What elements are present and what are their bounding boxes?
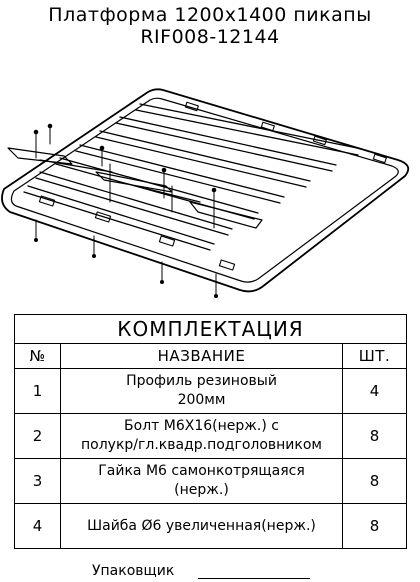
kit-table-title: КОМПЛЕКТАЦИЯ	[14, 314, 407, 344]
column-header-number: №	[14, 343, 61, 369]
document-title: Платформа 1200х1400 пикапы	[48, 4, 372, 26]
column-header-name: НАЗВАНИЕ	[60, 343, 343, 369]
row-number: 1	[14, 368, 61, 414]
row-name: Болт М6Х16(нерж.) с полукр/гл.квадр.подг…	[60, 413, 343, 459]
row-name-line: Профиль резиновый	[126, 373, 277, 390]
row-quantity: 4	[342, 368, 407, 414]
row-name-line: Гайка М6 самонкотрящаяся	[98, 463, 305, 480]
article-number: RIF008-12144	[140, 26, 280, 48]
row-name-line: Болт М6Х16(нерж.) с	[124, 418, 279, 435]
packer-label: Упаковщик	[92, 563, 175, 579]
column-header-quantity: ШТ.	[342, 343, 407, 369]
row-name-line: 200мм	[177, 392, 226, 408]
signature-line	[198, 578, 310, 579]
table-row: 1 Профиль резиновый 200мм 4	[14, 368, 407, 414]
row-name-line: Шайба Ø6 увеличенная(нерж.)	[87, 517, 316, 534]
row-number: 3	[14, 458, 61, 504]
row-name: Шайба Ø6 увеличенная(нерж.)	[60, 503, 343, 549]
row-name-line: полукр/гл.квадр.подголовником	[81, 437, 322, 453]
row-name: Гайка М6 самонкотрящаяся (нерж.)	[60, 458, 343, 504]
row-number: 2	[14, 413, 61, 459]
row-name-line: (нерж.)	[174, 482, 229, 498]
row-number: 4	[14, 503, 61, 549]
bolts	[35, 127, 215, 229]
mounting-tabs	[38, 101, 387, 271]
nuts	[35, 219, 217, 295]
crossbars	[23, 103, 363, 251]
table-row: 3 Гайка М6 самонкотрящаяся (нерж.) 8	[14, 458, 407, 504]
frame-inner	[10, 97, 399, 283]
roof-rack-platform-drawing	[1, 88, 410, 298]
row-quantity: 8	[342, 458, 407, 504]
row-name: Профиль резиновый 200мм	[60, 368, 343, 414]
rubber-profiles	[7, 147, 263, 229]
kit-table: КОМПЛЕКТАЦИЯ № НАЗВАНИЕ ШТ. 1 Профиль ре…	[14, 314, 407, 549]
table-row: 2 Болт М6Х16(нерж.) с полукр/гл.квадр.по…	[14, 413, 407, 459]
row-quantity: 8	[342, 413, 407, 459]
frame-outer	[1, 88, 410, 293]
table-row: 4 Шайба Ø6 увеличенная(нерж.) 8	[14, 503, 407, 549]
row-quantity: 8	[342, 503, 407, 549]
